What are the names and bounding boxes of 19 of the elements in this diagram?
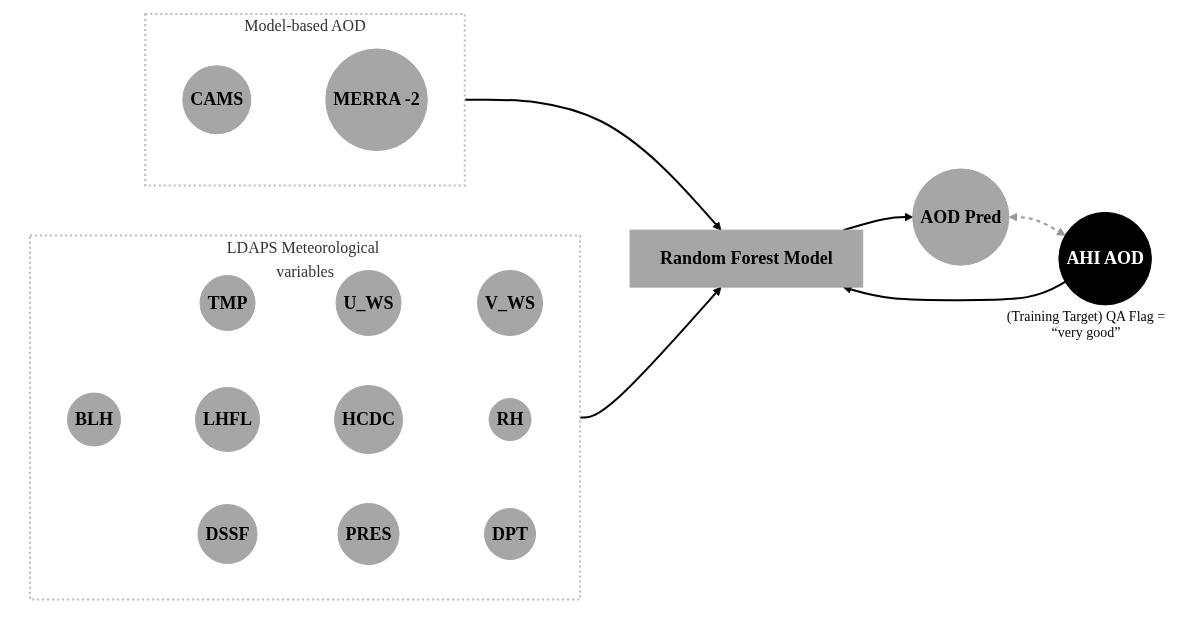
node-circle: PRES — [337, 503, 400, 566]
node-box: Random Forest Model — [629, 229, 864, 288]
node-circle: DPT — [484, 508, 537, 561]
node-note: (Training Target) QA Flag = “very good” — [1005, 309, 1167, 342]
node-circle: RH — [488, 398, 532, 442]
node-circle: TMP — [199, 275, 256, 332]
node-circle: U_WS — [335, 270, 402, 337]
arrow — [843, 281, 1067, 302]
arrow — [842, 212, 914, 232]
node-circle: MERRA -2 — [325, 48, 429, 152]
node-circle: CAMS — [182, 65, 252, 135]
node-circle: DSSF — [197, 504, 258, 565]
node-circle: AHI AOD — [1058, 212, 1153, 306]
node-circle: BLH — [67, 392, 122, 447]
node-circle: LHFL — [195, 387, 261, 453]
node-circle: V_WS — [477, 270, 544, 337]
arrow — [1009, 212, 1066, 236]
node-circle: AOD Pred — [912, 168, 1010, 266]
node-circle: HCDC — [334, 385, 404, 455]
